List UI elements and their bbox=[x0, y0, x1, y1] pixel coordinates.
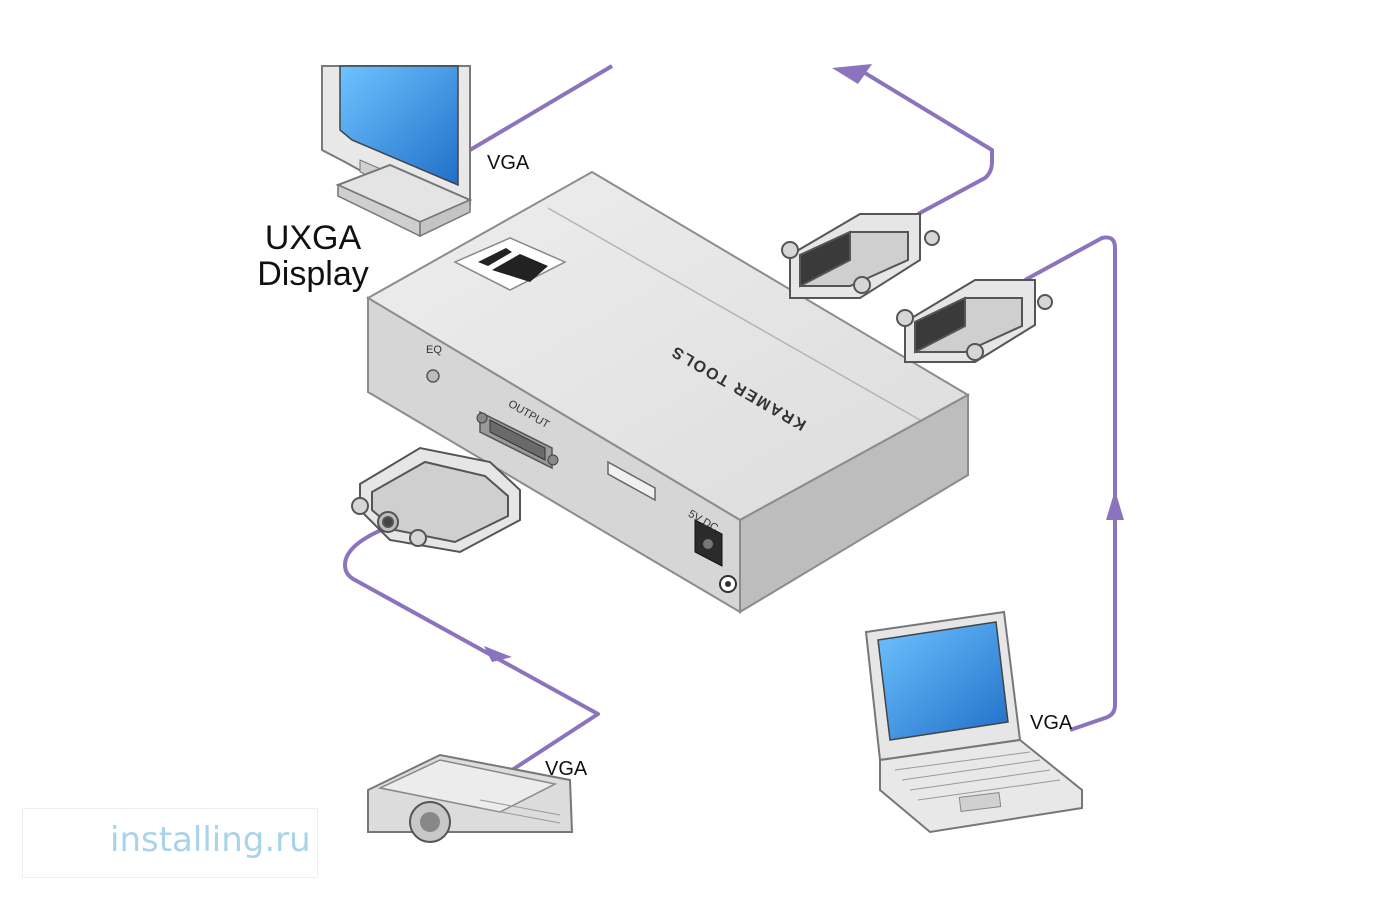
watermark-box bbox=[22, 808, 318, 878]
output-port-icon bbox=[476, 410, 559, 470]
vga-laptop-label: VGA bbox=[1030, 712, 1073, 734]
power-jack-icon bbox=[694, 519, 737, 593]
splitter-device bbox=[366, 170, 971, 614]
cable-projector bbox=[343, 526, 600, 772]
vga-projector-label: VGA bbox=[545, 758, 588, 780]
watermark-text: installing.ru bbox=[110, 820, 311, 860]
arrow-down-projector bbox=[484, 646, 512, 662]
cables bbox=[343, 64, 1117, 772]
eq-knob bbox=[426, 369, 440, 383]
kramer-logo-icon bbox=[453, 237, 567, 291]
cable-output-1 bbox=[858, 68, 994, 216]
info-plate bbox=[607, 460, 656, 502]
vga-connector-icon bbox=[896, 279, 1053, 363]
vga-connector-icon bbox=[351, 446, 521, 554]
laptop-icon bbox=[864, 610, 1083, 834]
vga-monitor-label: VGA bbox=[487, 152, 530, 174]
monitor-icon bbox=[321, 65, 473, 238]
cable-arrows bbox=[484, 64, 1124, 662]
cable-laptop bbox=[1024, 235, 1117, 732]
vga-connector-icon bbox=[781, 213, 940, 299]
uxga-display-label: UXGA Display bbox=[257, 219, 369, 293]
eq-label: EQ bbox=[426, 344, 442, 356]
cable-monitor bbox=[468, 64, 614, 152]
arrow-up-laptop bbox=[1106, 490, 1124, 520]
projector-icon bbox=[367, 753, 574, 843]
arrow-up-right bbox=[832, 64, 872, 84]
